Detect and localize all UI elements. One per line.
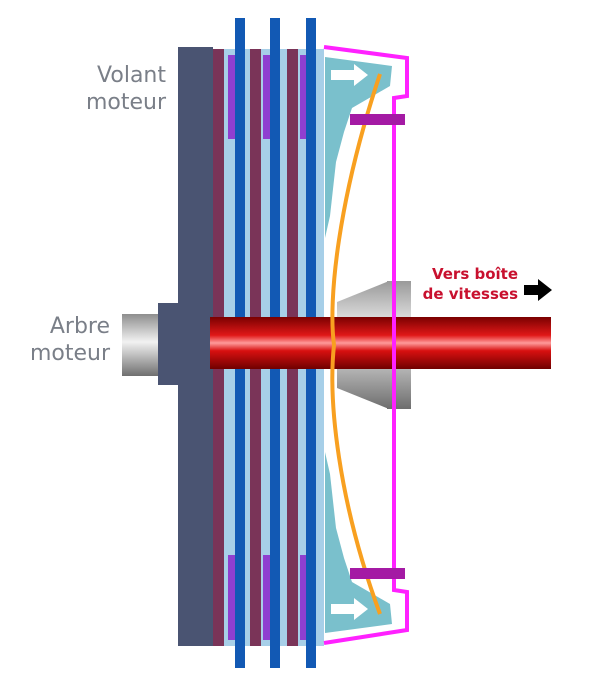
pressure-plate-top bbox=[325, 57, 392, 238]
engine-shaft-stub bbox=[122, 314, 162, 376]
gearbox-label-line1: Vers boîte bbox=[431, 265, 518, 283]
flywheel-label-line1: Volant bbox=[97, 63, 166, 88]
engine-shaft-label-line2: moteur bbox=[29, 341, 110, 366]
white-arrow-right-icon bbox=[331, 64, 368, 86]
flywheel-label: Volant moteur bbox=[40, 62, 166, 116]
diaphragm-spring bbox=[330, 73, 382, 615]
pad-bottom-3 bbox=[300, 555, 307, 640]
output-shaft bbox=[210, 317, 551, 369]
pad-top-3 bbox=[300, 55, 307, 139]
flywheel-hub bbox=[158, 303, 210, 385]
pad-bottom-2 bbox=[263, 555, 270, 640]
pressure-plate-bottom bbox=[325, 452, 392, 633]
flywheel-label-line2: moteur bbox=[85, 90, 166, 115]
engine-shaft-label: Arbre moteur bbox=[10, 313, 110, 367]
pad-top-2 bbox=[263, 55, 270, 139]
clutch-cover bbox=[323, 45, 409, 645]
gearbox-label-line2: de vitesses bbox=[422, 285, 518, 303]
engine-shaft-label-line1: Arbre bbox=[49, 314, 110, 339]
gearbox-label: Vers boîte de vitesses bbox=[400, 264, 518, 304]
cover-pin-bottom bbox=[350, 568, 405, 579]
arrow-right-icon bbox=[524, 279, 552, 301]
white-arrow-right-icon bbox=[331, 598, 368, 620]
pad-bottom-1 bbox=[228, 555, 235, 640]
pad-top-1 bbox=[228, 55, 235, 139]
cover-pin-top bbox=[350, 114, 405, 125]
